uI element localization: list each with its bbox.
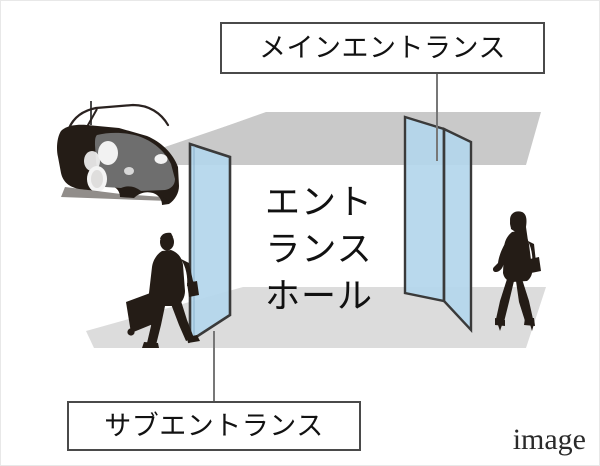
man-with-suitcase-silhouette [126,232,200,348]
glass-panel-right-back [403,115,446,303]
callout-main-entrance-label: メインエントランス [259,32,506,63]
glass-panel-right-front [442,127,473,334]
glass-panel-left [188,142,232,344]
callout-sub-entrance-label: サブエントランス [104,410,324,441]
callout-main-entrance[interactable]: メインエントランス [220,22,545,74]
image-watermark: image [512,423,586,456]
car-silhouette [57,101,179,205]
woman-walking-silhouette [492,211,541,331]
callout-sub-entrance[interactable]: サブエントランス [67,401,361,451]
